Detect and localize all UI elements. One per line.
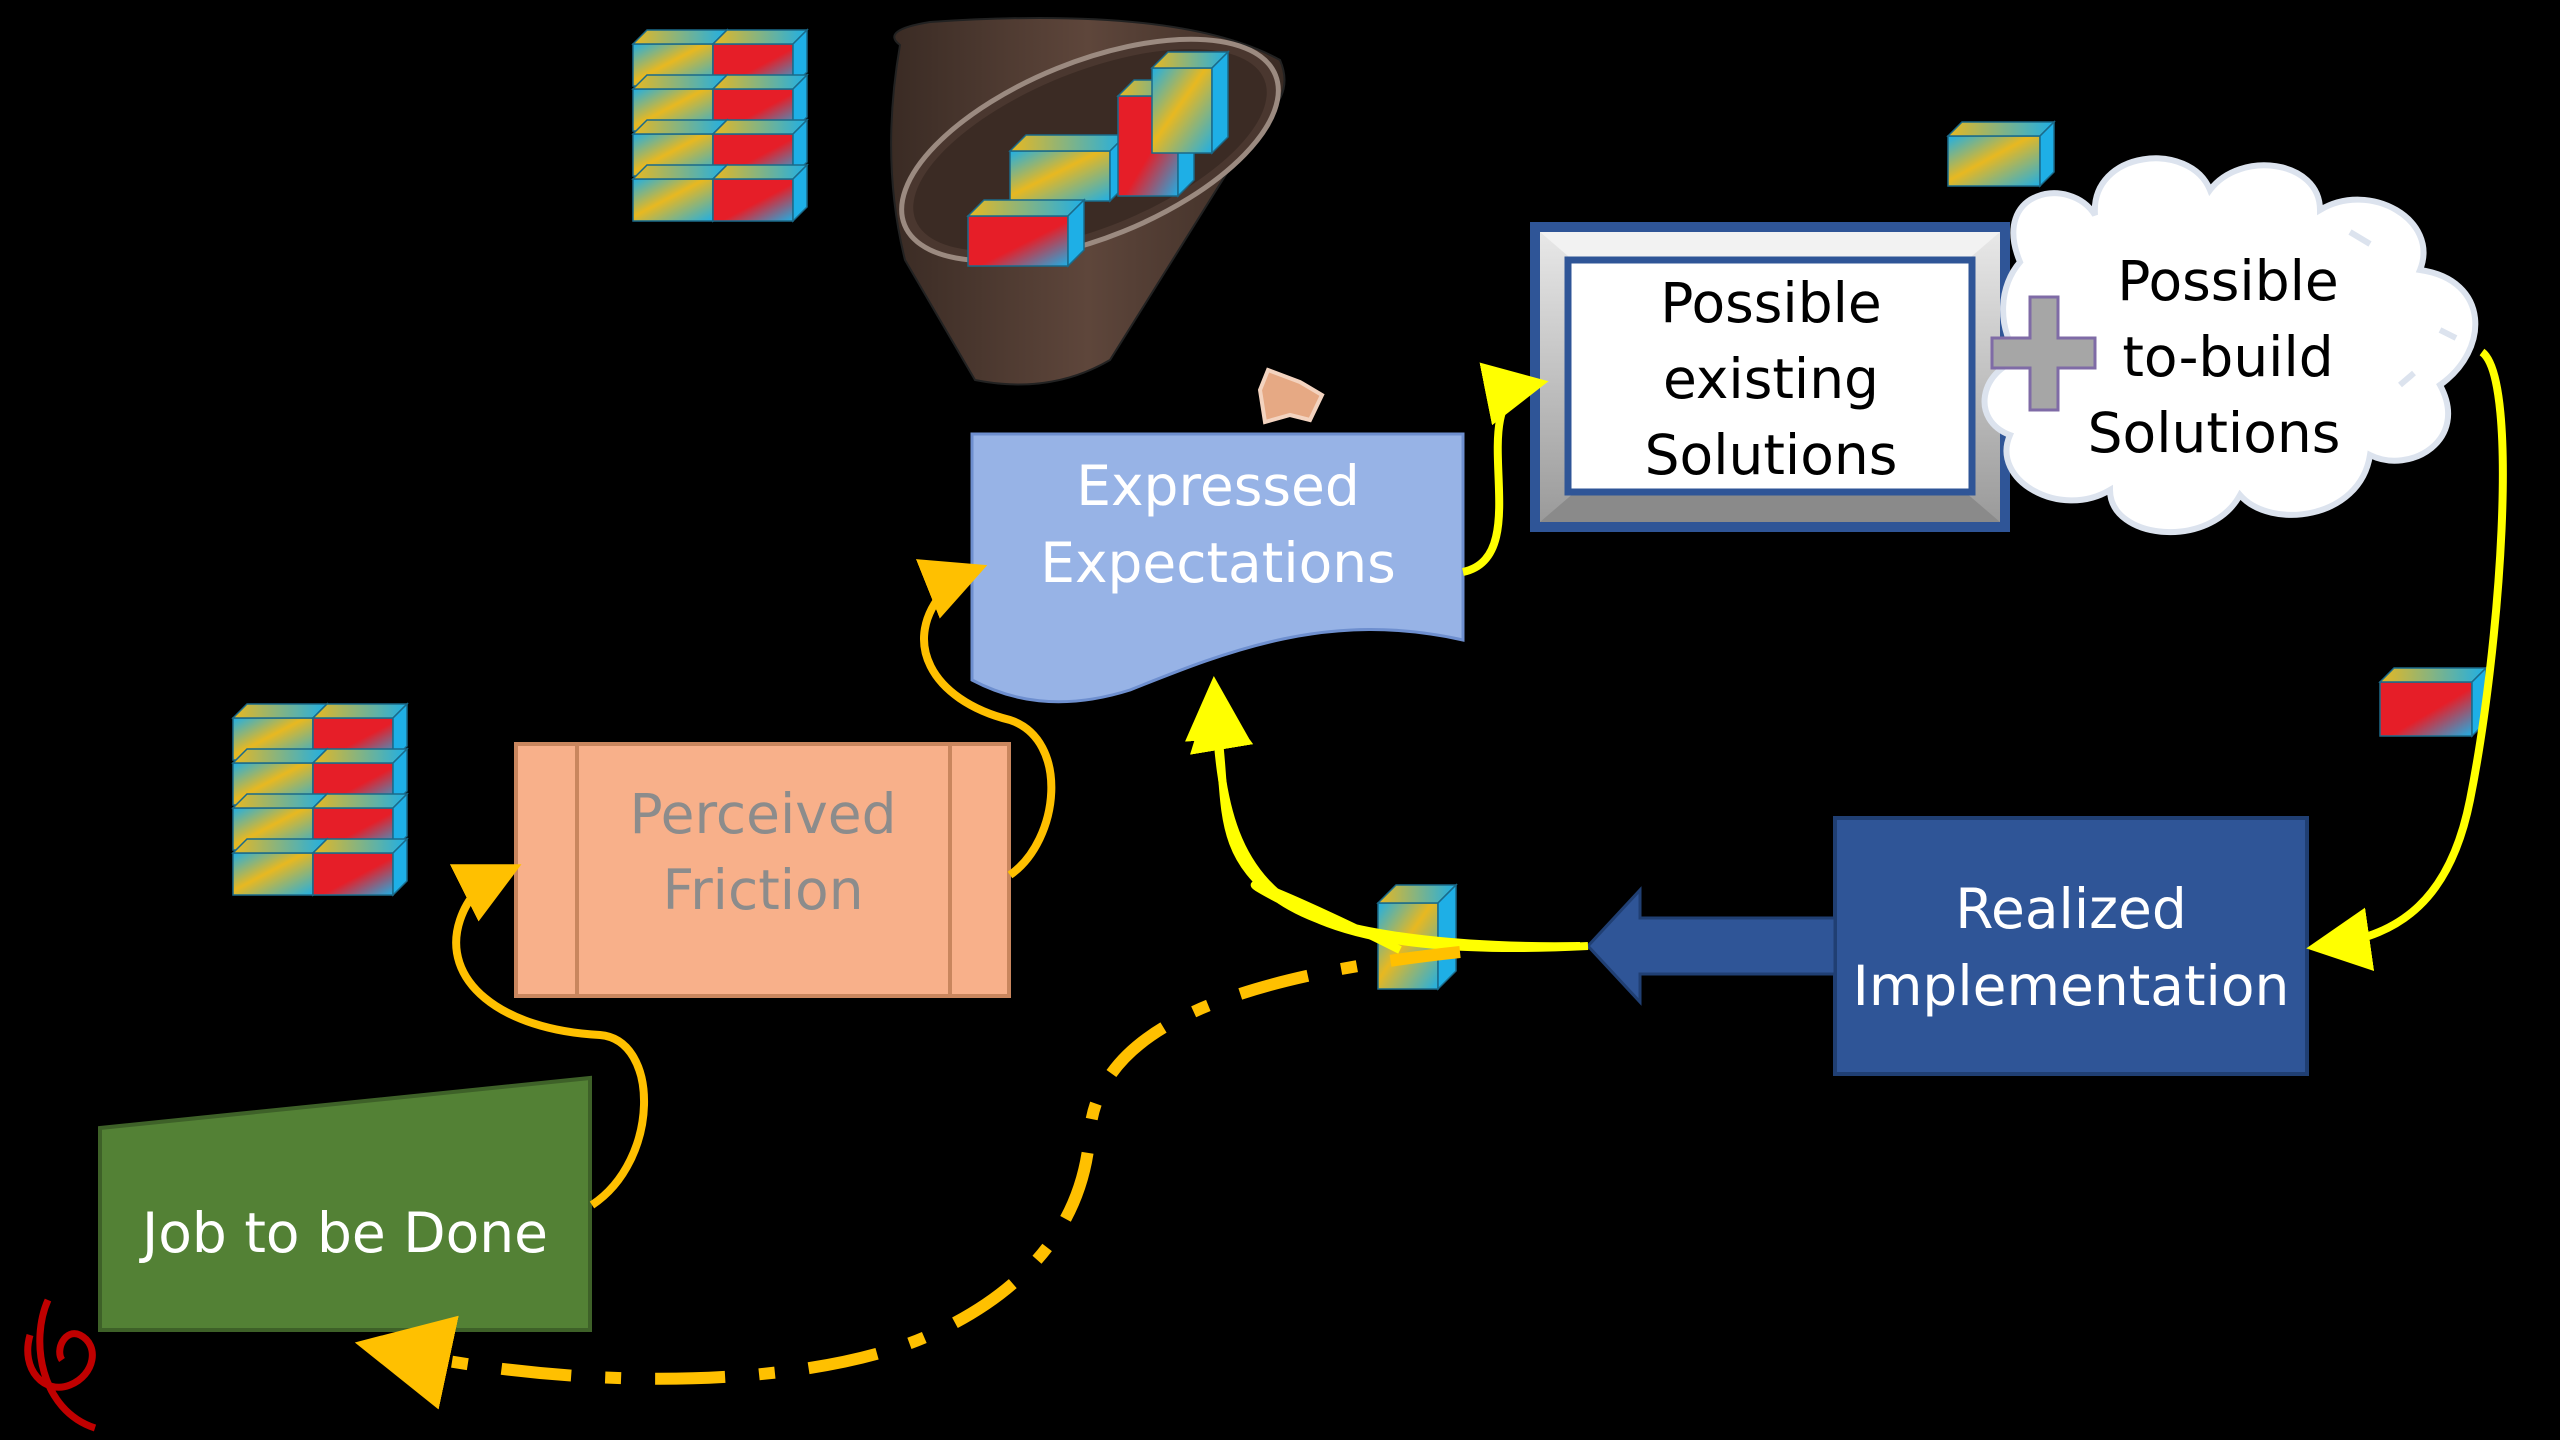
single-cube-icon — [1946, 120, 2056, 188]
realized-arrow — [1585, 886, 1837, 1006]
to-build-label-line1: Possible — [2117, 249, 2338, 313]
job-label: Job to be Done — [139, 1201, 548, 1265]
feedback-dashdot-arrow — [354, 946, 1461, 1410]
to-build-label-line3: Solutions — [2088, 401, 2341, 465]
job-to-friction-arrow — [449, 864, 649, 1209]
existing-solutions-box — [1530, 222, 2010, 532]
single-cube-icon — [1376, 883, 1458, 991]
expectations-label-line1: Expressed — [1076, 454, 1360, 518]
realized-to-expectations-curve — [1185, 676, 1589, 953]
realized-label-line1: Realized — [1955, 877, 2186, 941]
to-build-label-line2: to-build — [2122, 325, 2333, 389]
existing-label-line3: Solutions — [1645, 423, 1898, 487]
cloud-shape — [1981, 155, 2479, 536]
funnel-cube — [966, 198, 1086, 268]
funnel-outlet-arrow — [1257, 367, 1325, 425]
expectations-label-line2: Expectations — [1040, 531, 1396, 595]
funnel-cube — [1150, 50, 1230, 155]
expectations-to-solutions-arrow — [1461, 362, 1549, 576]
job-box — [98, 1075, 592, 1332]
realized-label-line2: Implementation — [1853, 954, 2290, 1018]
plus-icon-shape — [1990, 295, 2097, 412]
stack-cube — [711, 163, 809, 223]
realized-box — [1833, 816, 2309, 1076]
solutions-to-realized-arrow — [2306, 348, 2507, 972]
single-cube-icon — [2378, 666, 2488, 738]
friction-box — [514, 742, 1011, 998]
existing-label-line1: Possible — [1660, 271, 1881, 335]
existing-label-line2: existing — [1663, 347, 1879, 411]
logo-mark — [24, 1298, 97, 1432]
friction-to-expectations-arrow — [915, 559, 1056, 879]
funnel-cube — [1008, 133, 1128, 203]
stack-cube — [311, 837, 409, 897]
cube-stack-icon — [231, 28, 2488, 991]
friction-label-line2: Friction — [662, 858, 863, 922]
funnel-icon — [890, 17, 1325, 425]
friction-label-line1: Perceived — [629, 782, 896, 846]
